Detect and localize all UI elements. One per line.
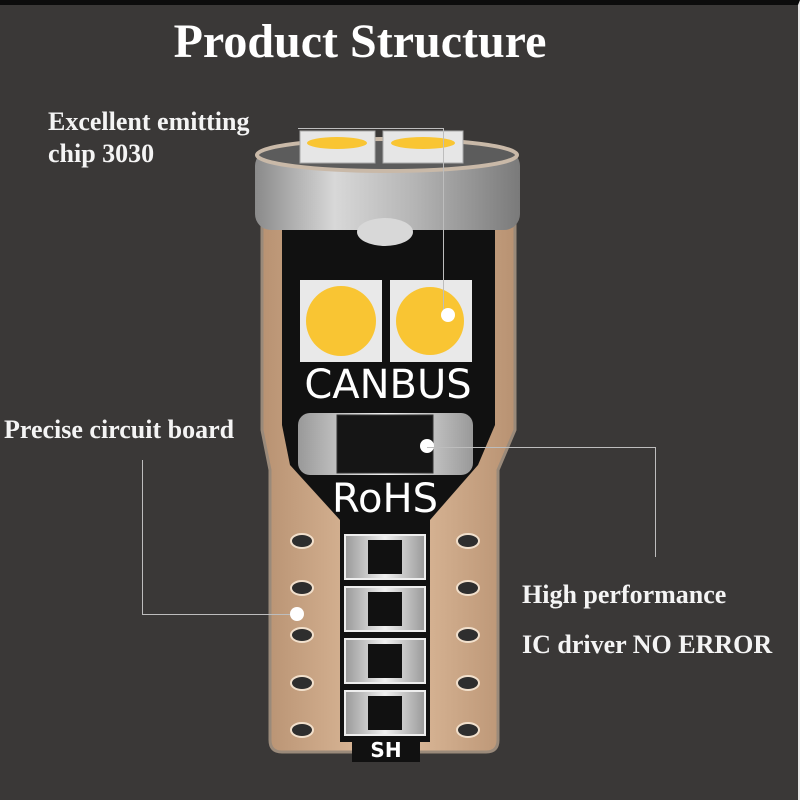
callout-chip-dot bbox=[441, 308, 455, 322]
callout-chip-line-v bbox=[443, 128, 444, 315]
callout-chip-line-h bbox=[298, 128, 443, 129]
page-title: Product Structure bbox=[173, 15, 547, 68]
callout-driver: High performance IC driver NO ERROR bbox=[522, 570, 772, 670]
callout-driver-line-v bbox=[655, 447, 656, 557]
callout-driver-dot bbox=[420, 439, 434, 453]
sh-mark: SH bbox=[352, 738, 420, 762]
callout-chip-line2: chip 3030 bbox=[48, 139, 155, 168]
canbus-mark: CANBUS bbox=[304, 362, 472, 408]
callout-board-dot bbox=[290, 607, 304, 621]
callout-driver-line1: High performance bbox=[522, 580, 727, 609]
callout-chip-line1: Excellent emitting bbox=[48, 107, 250, 136]
resistor-stack bbox=[344, 534, 426, 736]
callout-driver-line-h bbox=[427, 447, 655, 448]
callout-driver-line2: IC driver NO ERROR bbox=[522, 630, 773, 659]
rohs-mark: RoHS bbox=[332, 476, 438, 522]
callout-board-line-v bbox=[142, 460, 143, 615]
callout-board: Precise circuit board bbox=[4, 415, 235, 444]
pcb-pads bbox=[290, 533, 480, 738]
callout-board-line-h bbox=[142, 614, 292, 615]
callout-chip: Excellent emitting chip 3030 bbox=[48, 106, 249, 170]
